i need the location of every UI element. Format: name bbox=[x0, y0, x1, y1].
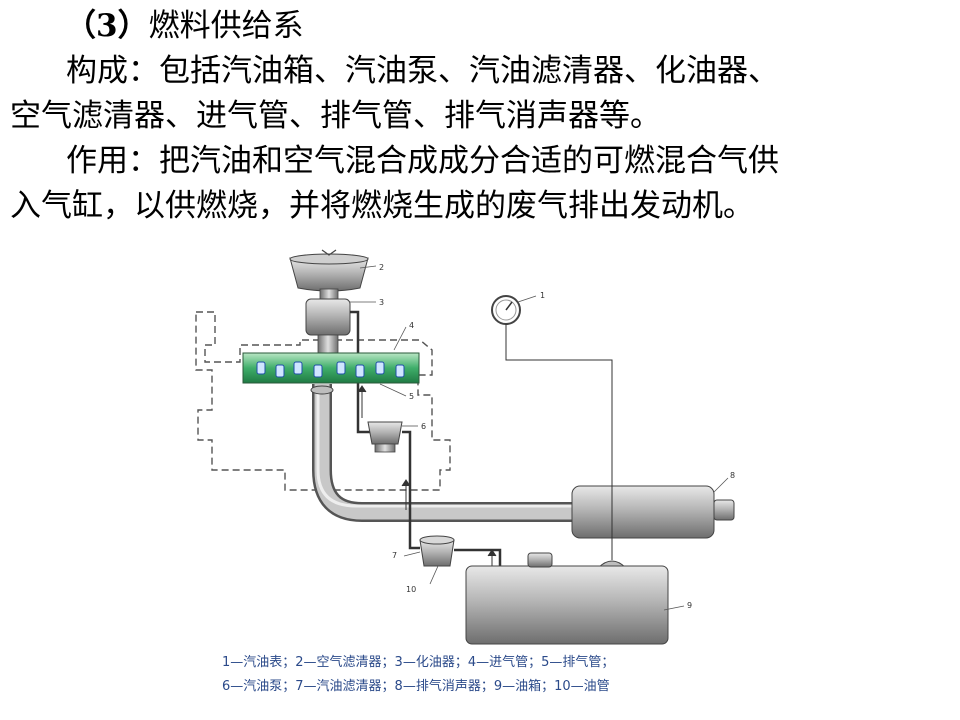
legend-row-2: 6—汽油泵；7—汽油滤清器；8—排气消声器；9—油箱；10—油管 bbox=[222, 678, 610, 694]
fuel-tank bbox=[465, 565, 669, 645]
callout-leaders bbox=[350, 265, 729, 611]
callout-10: 10 bbox=[406, 585, 416, 594]
callout-6: 6 bbox=[421, 422, 426, 431]
fuel-line bbox=[454, 548, 502, 568]
callout-8: 8 bbox=[730, 471, 735, 480]
legend-row-1: 1—汽油表；2—空气滤清器；3—化油器；4—进气管；5—排气管； bbox=[222, 654, 614, 670]
section-heading: （3）燃料供给系 bbox=[10, 4, 955, 49]
function-line-1: 作用：把汽油和空气混合成成分合适的可燃混合气供 bbox=[66, 143, 779, 179]
exhaust-muffler bbox=[571, 485, 715, 539]
callout-9: 9 bbox=[687, 601, 692, 610]
function-line-2: 入气缸，以供燃烧，并将燃烧生成的废气排出发动机。 bbox=[10, 188, 754, 224]
exhaust-pipe bbox=[312, 384, 574, 522]
composition-line-2: 空气滤清器、进气管、排气管、排气消声器等。 bbox=[10, 98, 661, 134]
carburetor bbox=[305, 298, 351, 336]
callout-2: 2 bbox=[379, 263, 384, 272]
text-block: （3）燃料供给系 构成：包括汽油箱、汽油泵、汽油滤清器、化油器、 空气滤清器、进… bbox=[10, 4, 955, 229]
composition-line-1: 构成：包括汽油箱、汽油泵、汽油滤清器、化油器、 bbox=[66, 53, 779, 89]
callout-5: 5 bbox=[409, 392, 414, 401]
manifold-ports bbox=[256, 361, 405, 378]
callout-3: 3 bbox=[379, 298, 384, 307]
fuel-pump bbox=[367, 421, 403, 445]
section-number: （3） bbox=[65, 8, 149, 44]
section-title: 燃料供给系 bbox=[148, 8, 304, 44]
callout-7: 7 bbox=[392, 551, 397, 560]
intake-manifold bbox=[242, 352, 420, 384]
callout-1: 1 bbox=[540, 291, 545, 300]
callout-numbers: 1 2 3 4 5 6 7 8 9 10 bbox=[379, 263, 735, 610]
callout-4: 4 bbox=[409, 321, 414, 330]
